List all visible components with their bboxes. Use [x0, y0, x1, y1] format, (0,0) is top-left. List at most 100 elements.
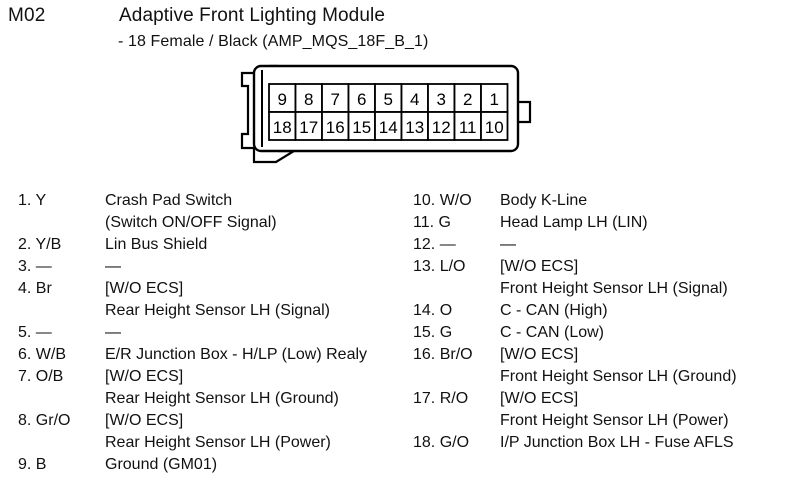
- pin-description: [W/O ECS]: [105, 280, 184, 297]
- pin-number: 1: [489, 90, 498, 109]
- pin-reference: 7. O/B: [18, 368, 64, 385]
- pin-number: 4: [410, 90, 419, 109]
- pin-grid-row-top: 9 8 7 6 5 4 3 2 1: [268, 83, 509, 113]
- pin-number: 17: [299, 118, 318, 137]
- pin-reference: 8. Gr/O: [18, 412, 71, 429]
- pin-row: 18. G/O I/P Junction Box LH - Fuse AFLS: [413, 432, 786, 454]
- pin-description: [W/O ECS]: [105, 368, 184, 385]
- pin-reference: 17. R/O: [413, 390, 469, 407]
- pin-row-continuation: 16. Br/OFront Height Sensor LH (Ground): [413, 366, 786, 388]
- pin-row-continuation: 7. O/BRear Height Sensor LH (Ground): [18, 388, 408, 410]
- pin-description: Front Height Sensor LH (Ground): [500, 368, 737, 385]
- pin-number: 7: [330, 90, 339, 109]
- pin-description: C - CAN (Low): [500, 324, 605, 341]
- module-code: M02: [8, 5, 46, 26]
- pin-description: I/P Junction Box LH - Fuse AFLS: [500, 434, 734, 451]
- pin-number: 18: [273, 118, 292, 137]
- pin-reference: 13. L/O: [413, 258, 466, 275]
- pin-row: 10. W/O Body K-Line: [413, 190, 786, 212]
- pin-reference: 5. —: [18, 324, 52, 341]
- pin-reference: 16. Br/O: [413, 346, 473, 363]
- pin-number: 8: [304, 90, 313, 109]
- pin-description: [W/O ECS]: [500, 258, 579, 275]
- pin-description: [W/O ECS]: [105, 412, 184, 429]
- pin-grid: 9 8 7 6 5 4 3 2 1 18: [268, 83, 509, 141]
- pin-row-continuation: 17. R/OFront Height Sensor LH (Power): [413, 410, 786, 432]
- pin-description: [W/O ECS]: [500, 390, 579, 407]
- pin-reference: 6. W/B: [18, 346, 67, 363]
- pin-row: 8. Gr/O [W/O ECS]: [18, 410, 408, 432]
- pin-number: 11: [459, 118, 477, 137]
- pin-reference: 9. B: [18, 456, 47, 473]
- pin-cell: [453, 83, 482, 113]
- pin-reference: 15. G: [413, 324, 453, 341]
- pin-row: 13. L/O [W/O ECS]: [413, 256, 786, 278]
- pin-cell: [427, 111, 456, 141]
- pin-description: C - CAN (High): [500, 302, 608, 319]
- page-title: Adaptive Front Lighting Module: [119, 5, 385, 26]
- connector-diagram: 9 8 7 6 5 4 3 2 1 18: [232, 62, 542, 174]
- pin-cell: [374, 111, 403, 141]
- pin-description: Rear Height Sensor LH (Signal): [105, 302, 330, 319]
- pin-reference: 11. G: [413, 214, 451, 231]
- pin-description: E/R Junction Box - H/LP (Low) Realy: [105, 346, 368, 363]
- pin-cell: [453, 111, 482, 141]
- pin-number: 13: [405, 118, 424, 137]
- pin-row-continuation: 13. L/OFront Height Sensor LH (Signal): [413, 278, 786, 300]
- pin-row: 6. W/B E/R Junction Box - H/LP (Low) Real…: [18, 344, 408, 366]
- pin-description: —: [105, 324, 121, 341]
- pin-number: 3: [436, 90, 445, 109]
- pin-number: 12: [432, 118, 451, 137]
- pin-row: 15. G C - CAN (Low): [413, 322, 786, 344]
- pin-cell: [427, 83, 456, 113]
- pin-row-continuation: 8. Gr/ORear Height Sensor LH (Power): [18, 432, 408, 454]
- pin-reference: 18. G/O: [413, 434, 470, 451]
- pin-number: 16: [326, 118, 345, 137]
- pin-row: 11. G Head Lamp LH (LIN): [413, 212, 786, 234]
- pin-row: 16. Br/O [W/O ECS]: [413, 344, 786, 366]
- pin-number: 6: [357, 90, 366, 109]
- pin-row: 17. R/O [W/O ECS]: [413, 388, 786, 410]
- pin-description: Head Lamp LH (LIN): [500, 214, 648, 231]
- pin-description: Front Height Sensor LH (Signal): [500, 280, 728, 297]
- pin-reference: 10. W/O: [413, 192, 472, 209]
- pin-grid-row-bottom: 18 17 16 15 14 13 12 11 10: [268, 111, 509, 141]
- pin-description: Rear Height Sensor LH (Ground): [105, 390, 339, 407]
- pin-row: 9. B Ground (GM01): [18, 454, 408, 476]
- pin-reference: 12. —: [413, 236, 456, 253]
- pin-cell: [268, 83, 297, 113]
- pin-row: 12. — —: [413, 234, 786, 256]
- pin-cell: [347, 111, 376, 141]
- pin-number: 9: [277, 90, 286, 109]
- pin-number: 15: [352, 118, 371, 137]
- pin-reference: 3. —: [18, 258, 52, 275]
- pin-list-right: 10. W/O Body K-Line 11. G Head Lamp LH (LIN…: [413, 190, 786, 454]
- connector-subtitle: - 18 Female / Black (AMP_MQS_18F_B_1): [118, 33, 429, 50]
- pin-cell: [321, 111, 350, 141]
- pin-cell: [400, 83, 429, 113]
- pin-description: (Switch ON/OFF Signal): [105, 214, 277, 231]
- pin-description: Crash Pad Switch: [105, 192, 233, 209]
- pin-description: Front Height Sensor LH (Power): [500, 412, 729, 429]
- pin-number: 5: [383, 90, 392, 109]
- pin-reference: 14. O: [413, 302, 453, 319]
- pin-description: Lin Bus Shield: [105, 236, 208, 253]
- pin-description: [W/O ECS]: [500, 346, 579, 363]
- pin-row: 7. O/B [W/O ECS]: [18, 366, 408, 388]
- pin-row: 4. Br[W/O ECS]: [18, 278, 408, 300]
- pin-description: —: [105, 258, 121, 275]
- pin-cell: [294, 111, 323, 141]
- pin-row: 14. O C - CAN (High): [413, 300, 786, 322]
- pin-row-continuation: 4. BrRear Height Sensor LH (Signal): [18, 300, 408, 322]
- pin-description: Body K-Line: [500, 192, 588, 209]
- pin-description: Ground (GM01): [105, 456, 218, 473]
- pin-description: —: [500, 236, 516, 253]
- pin-number: 14: [379, 118, 398, 137]
- pin-cell: [480, 111, 509, 141]
- pin-number: 2: [463, 90, 472, 109]
- pin-description: Rear Height Sensor LH (Power): [105, 434, 331, 451]
- pin-row: 3. — —: [18, 256, 408, 278]
